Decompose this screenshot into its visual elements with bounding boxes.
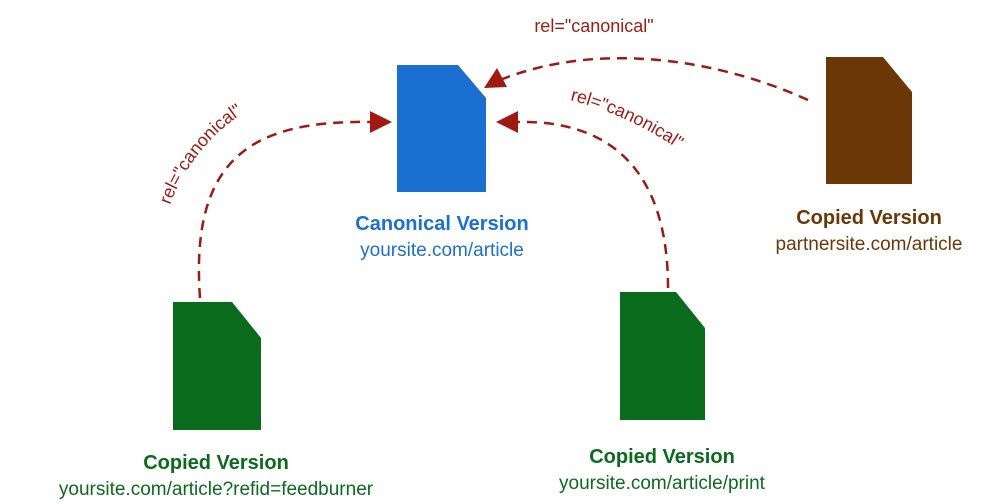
partner-url: partnersite.com/article	[775, 234, 963, 255]
arrow-partner-to-canonical	[499, 56, 809, 102]
arrow-print-to-canonical	[517, 120, 670, 289]
canonical-caption: Canonical Version yoursite.com/article	[355, 210, 528, 264]
partner-document-icon	[826, 57, 912, 184]
canonical-title: Canonical Version	[355, 213, 529, 235]
partner-title: Copied Version	[796, 207, 942, 229]
arrow-label-partner: rel="canonical"	[534, 16, 653, 36]
arrowhead-print	[496, 111, 518, 133]
print-caption: Copied Version yoursite.com/article/prin…	[559, 443, 765, 497]
canonical-url: yoursite.com/article	[360, 240, 524, 261]
print-url: yoursite.com/article/print	[559, 473, 765, 494]
arrowhead-partner	[484, 68, 507, 88]
arrow-feedburner-to-canonical	[197, 120, 371, 299]
partner-caption: Copied Version partnersite.com/article	[776, 204, 963, 258]
arrow-label-print: rel="canonical"	[569, 84, 687, 152]
print-document-icon	[620, 292, 705, 420]
connectors	[197, 56, 809, 299]
arrow-label-feedburner: rel="canonical"	[155, 100, 245, 207]
feedburner-title: Copied Version	[143, 452, 289, 474]
arrowhead-feedburner	[370, 111, 392, 133]
feedburner-caption: Copied Version yoursite.com/article?refi…	[59, 449, 373, 503]
feedburner-document-icon	[173, 302, 261, 430]
canonical-document-icon	[397, 65, 486, 192]
print-title: Copied Version	[589, 446, 735, 468]
feedburner-url: yoursite.com/article?refid=feedburner	[58, 479, 374, 500]
